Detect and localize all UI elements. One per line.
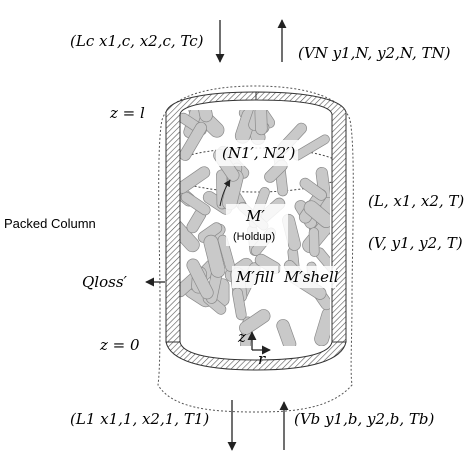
packing-ring [186, 258, 214, 300]
packing-ring [254, 110, 268, 136]
right-shell-wall [255, 91, 347, 343]
packing-ring [239, 309, 271, 335]
shell-box [280, 266, 336, 288]
z-bottom-label: z = 0 [99, 336, 140, 354]
bottom-shell [165, 341, 347, 371]
packing-ring [217, 234, 236, 272]
vapor-top-label: (VN y1,N, y2,N, TN) [298, 44, 451, 62]
axis-r-label: r [258, 350, 266, 368]
fill-box [232, 266, 278, 288]
feed-top-label: (Lc x1,c, x2,c, Tc) [70, 32, 204, 50]
packing-ring [303, 200, 330, 228]
fill-mass-label: M′fill [235, 268, 275, 286]
packing-ring [232, 287, 247, 321]
packing-ring [203, 234, 226, 278]
shell-mass-label: M′shell [283, 268, 339, 286]
flux-pointer [219, 179, 231, 207]
vapor-bottom-label: (Vb y1,b, y2,b, Tb) [294, 410, 435, 428]
packing-ring [180, 191, 211, 216]
holdup-text: (Holdup) [233, 231, 275, 243]
axis-z-label: z [237, 328, 246, 346]
heat-loss-label: Qloss′ [82, 273, 128, 291]
control-volume-boundary [157, 85, 354, 413]
liquid-bottom-label: (L1 x1,1, x2,1, T1) [70, 410, 209, 428]
packing-ring [180, 121, 208, 161]
holdup-box [226, 204, 288, 246]
packing-ring [308, 227, 320, 257]
packing-ring [314, 307, 330, 346]
holdup-symbol: M′ [245, 207, 265, 225]
liquid-state-label: (L, x1, x2, T) [368, 192, 464, 210]
packed-column-label: Packed Column [4, 216, 96, 231]
packing-ring [276, 319, 297, 346]
packing-ring [196, 110, 213, 123]
packing-ring [299, 177, 327, 201]
vapor-state-label: (V, y1, y2, T) [368, 234, 463, 252]
packing-ring [180, 166, 211, 194]
flow-vars-label: (N1′, N2′) [222, 144, 296, 162]
flow-vars-box [216, 140, 298, 166]
z-top-label: z = l [109, 104, 145, 122]
